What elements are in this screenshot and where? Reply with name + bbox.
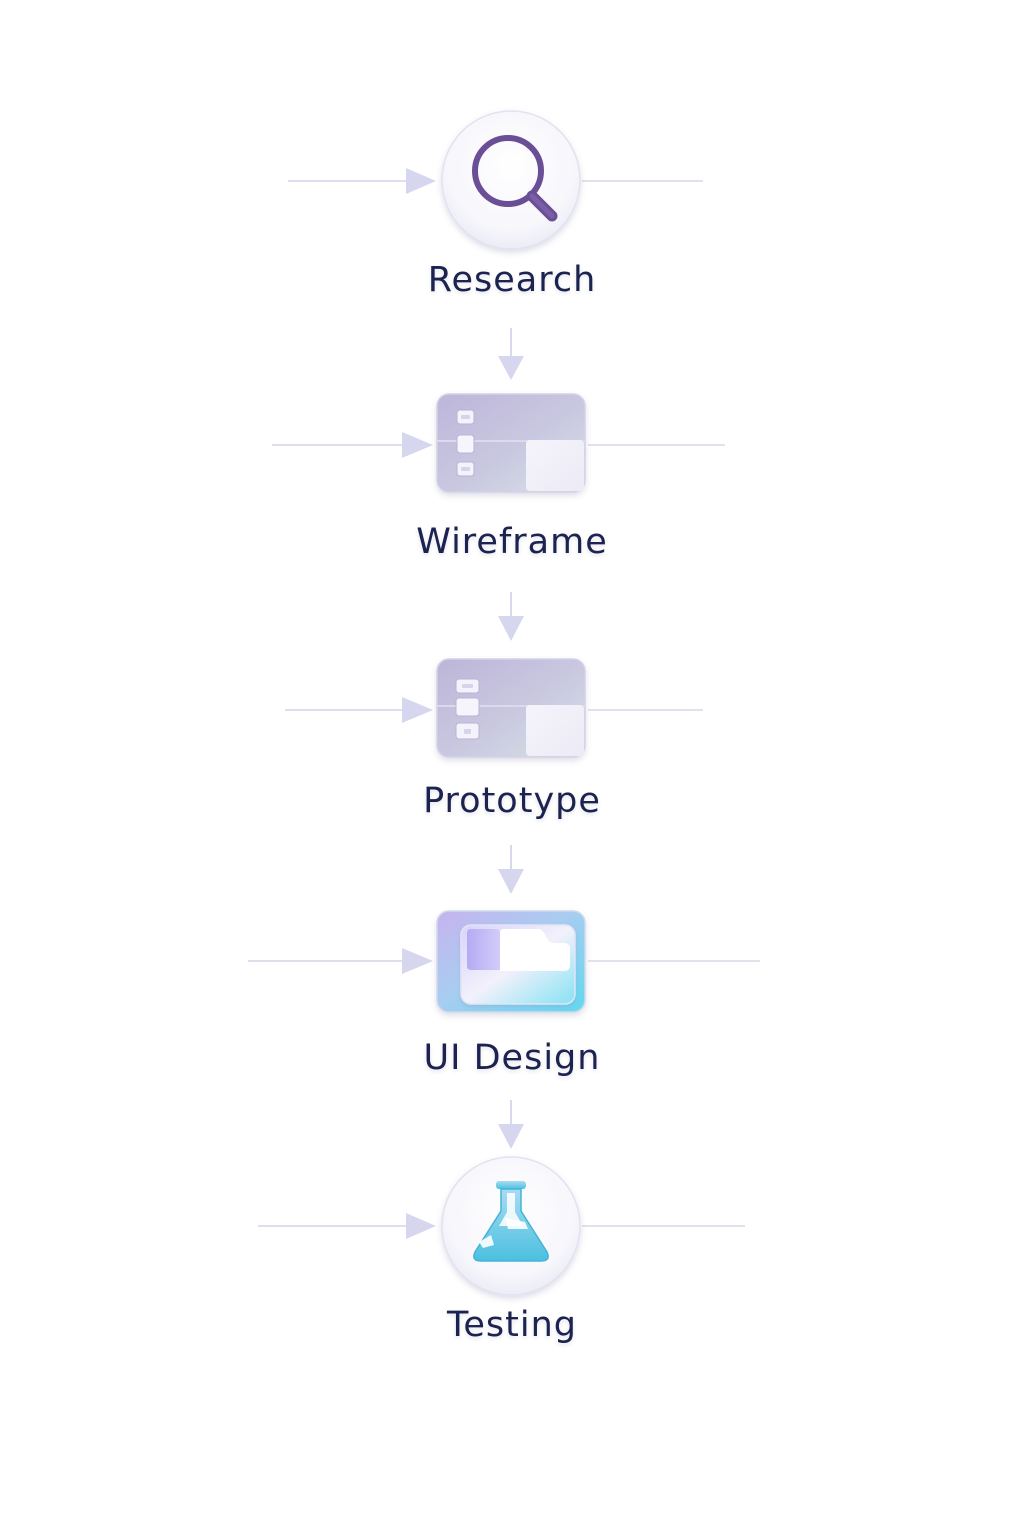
- vertical-connectors: [498, 328, 524, 1149]
- arrow-right-icon: [406, 168, 436, 194]
- step-label-prototype: Prototype: [423, 781, 601, 821]
- flask-icon: [473, 1181, 549, 1262]
- prototype-layout-icon: [436, 658, 586, 758]
- step-label-wireframe: Wireframe: [416, 522, 608, 562]
- arrow-right-icon: [402, 432, 433, 458]
- ui-design-card-icon: [436, 910, 586, 1013]
- uidesign-node: [436, 910, 586, 1013]
- arrow-down-icon: [498, 845, 524, 894]
- wireframe-node: [436, 393, 586, 493]
- step-label-research: Research: [427, 260, 597, 300]
- arrow-down-icon: [498, 1100, 524, 1149]
- arrow-right-icon: [402, 697, 433, 723]
- testing-node: [441, 1156, 581, 1296]
- magnifier-icon: [472, 135, 558, 222]
- wireframe-layout-icon: [436, 393, 586, 493]
- horizontal-connectors: [248, 168, 760, 1239]
- arrow-down-icon: [498, 592, 524, 641]
- step-label-testing: Testing: [446, 1305, 578, 1345]
- step-label-uidesign: UI Design: [423, 1038, 601, 1078]
- arrow-right-icon: [406, 1213, 436, 1239]
- arrow-right-icon: [402, 948, 433, 974]
- arrow-down-icon: [498, 328, 524, 380]
- research-node: [441, 110, 581, 250]
- prototype-node: [436, 658, 586, 758]
